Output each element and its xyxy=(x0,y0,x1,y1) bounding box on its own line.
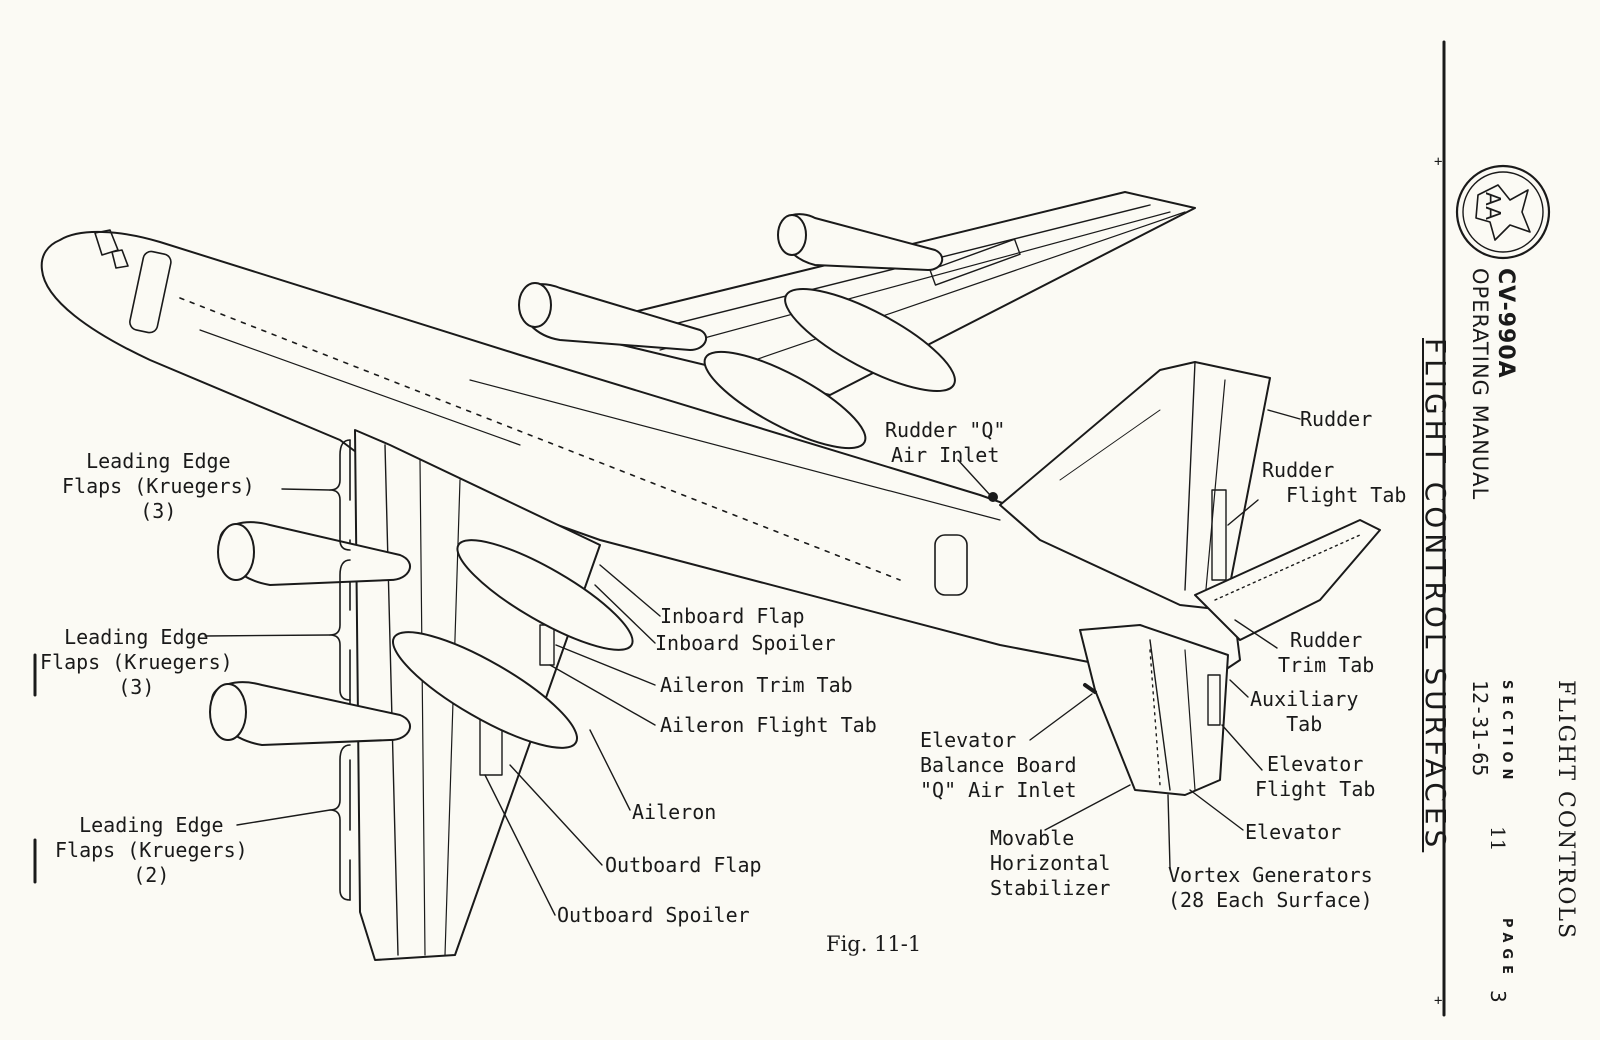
svg-text:+: + xyxy=(1434,993,1442,1009)
callout-inboard-spoiler: Inboard Spoiler xyxy=(655,631,836,655)
callout-rudder-trim-tab: Rudder Trim Tab xyxy=(1278,628,1375,677)
section-number: 11 xyxy=(1486,826,1510,852)
vertical-tail xyxy=(988,361,1271,611)
callout-elevator-balance-board: Elevator Balance Board "Q" Air Inlet xyxy=(920,728,1077,802)
svg-text:+: + xyxy=(1434,154,1442,170)
section-label: SECTION xyxy=(1499,680,1514,786)
callout-outboard-spoiler: Outboard Spoiler xyxy=(557,903,750,927)
callout-rudder: Rudder xyxy=(1300,407,1373,431)
callout-aileron-trim-tab: Aileron Trim Tab xyxy=(660,673,853,697)
american-airlines-eagle-logo: AA xyxy=(1455,164,1551,260)
callout-aileron-flight-tab: Aileron Flight Tab xyxy=(660,713,877,737)
callout-aileron: Aileron xyxy=(632,800,717,824)
logo-letter-a-top: AA xyxy=(1481,192,1505,220)
manual-name: OPERATING MANUAL xyxy=(1468,268,1492,501)
callout-brackets xyxy=(329,439,351,901)
page-label: PAGE xyxy=(1499,918,1514,980)
aircraft-model: CV-990A xyxy=(1493,268,1518,379)
callout-elevator: Elevator xyxy=(1245,820,1342,844)
fuselage xyxy=(40,229,1241,671)
callout-rudder-flight-tab: Rudder Flight Tab xyxy=(1262,458,1407,507)
callout-movable-horizontal-stabilizer: Movable Horizontal Stabilizer xyxy=(990,826,1111,900)
callout-le-flaps-2: Leading Edge Flaps (Kruegers) (3) xyxy=(40,625,233,699)
callout-auxiliary-tab: Auxiliary Tab xyxy=(1250,687,1359,736)
page-number: 3 xyxy=(1486,990,1510,1003)
far-wing-engines xyxy=(518,213,956,450)
near-wing-engines xyxy=(209,521,634,749)
near-horizontal-stabilizer xyxy=(1079,624,1229,796)
callout-le-flaps-3: Leading Edge Flaps (Kruegers) (2) xyxy=(55,813,248,887)
chapter-title: FLIGHT CONTROLS xyxy=(1553,680,1578,941)
leader-lines xyxy=(204,409,1301,916)
callout-le-flaps-1: Leading Edge Flaps (Kruegers) (3) xyxy=(62,449,255,523)
callout-inboard-flap: Inboard Flap xyxy=(660,604,805,628)
figure-caption: Fig. 11-1 xyxy=(826,932,922,956)
callout-rudder-q-air-inlet: Rudder "Q" Air Inlet xyxy=(885,418,1006,467)
callout-outboard-flap: Outboard Flap xyxy=(605,853,762,877)
far-horizontal-stabilizer xyxy=(1194,519,1381,641)
page-title: FLIGHT CONTROL SURFACES xyxy=(1419,338,1452,853)
callout-elevator-flight-tab: Elevator Flight Tab xyxy=(1255,752,1376,801)
callout-vortex-generators: Vortex Generators (28 Each Surface) xyxy=(1168,863,1373,912)
revision-date: 12-31-65 xyxy=(1468,680,1492,777)
page-border: + + xyxy=(1434,40,1446,1017)
